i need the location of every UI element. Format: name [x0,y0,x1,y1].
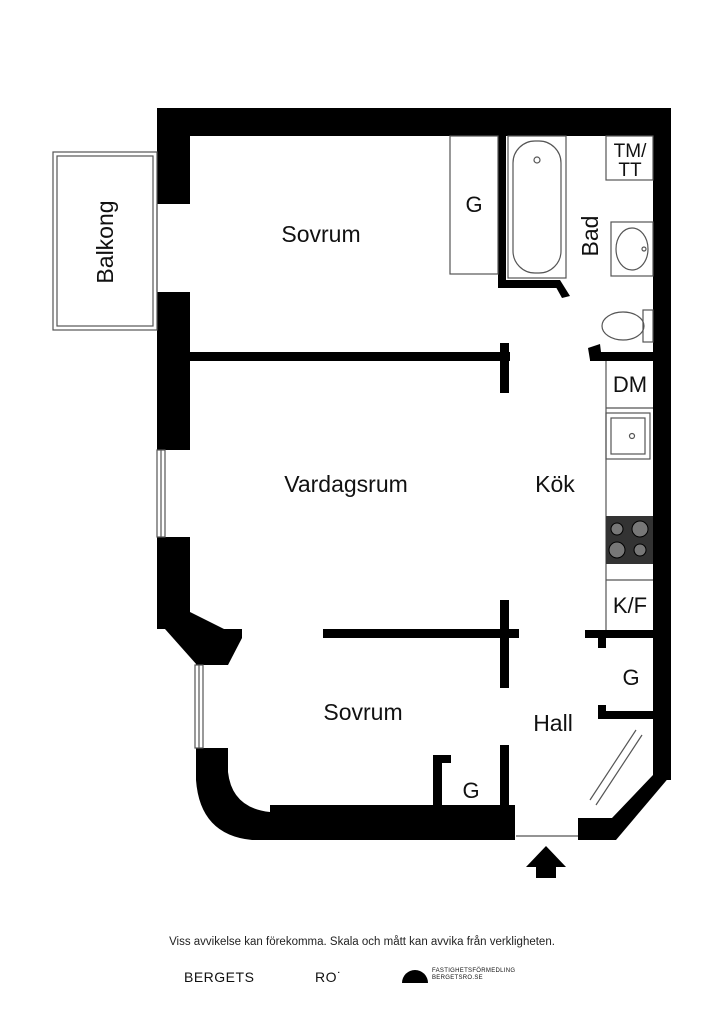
floor-plan: Sovrum Balkong Bad Vardagsrum Kök Sovrum… [52,108,671,878]
label-wardrobe-top: G [465,192,482,217]
room-label-living-room: Vardagsrum [284,471,408,497]
exterior-walls [157,108,671,840]
disclaimer-text: Viss avvikelse kan förekomma. Skala och … [169,936,555,948]
label-washer-dryer-line2: TT [618,160,642,181]
room-labels: Sovrum Balkong Bad Vardagsrum Kök Sovrum… [92,200,603,736]
stove [606,516,653,564]
logo-text-line1: FASTIGHETSFÖRMEDLING [432,968,516,974]
room-label-balcony: Balkong [92,200,118,283]
logo-text-line2: BERGETSRO.SE [432,975,483,981]
brand-name-left: BERGETS [184,969,255,985]
interior-walls [190,132,656,810]
fixtures [449,135,654,837]
label-washer-dryer-line1: TM/ [614,141,647,162]
logo-mark-icon [402,970,428,983]
room-label-hall: Hall [533,710,573,736]
room-label-kitchen: Kök [535,471,575,497]
windows [156,449,204,749]
label-dishwasher: DM [613,372,647,397]
fixture-labels: G TM/ TT DM K/F G G [462,141,647,803]
brand-logo: FASTIGHETSFÖRMEDLING BERGETSRO.SE [402,966,532,986]
room-label-bedroom-top: Sovrum [281,221,360,247]
label-fridge-freezer: K/F [613,593,647,618]
label-wardrobe-hall: G [622,665,639,690]
room-label-bathroom: Bad [577,216,603,257]
room-label-bedroom-bottom: Sovrum [323,699,402,725]
arrow-up-icon [526,846,566,878]
balcony [52,151,158,331]
label-wardrobe-bedroom: G [462,778,479,803]
brand-name-mid: RO˙ [315,969,343,985]
